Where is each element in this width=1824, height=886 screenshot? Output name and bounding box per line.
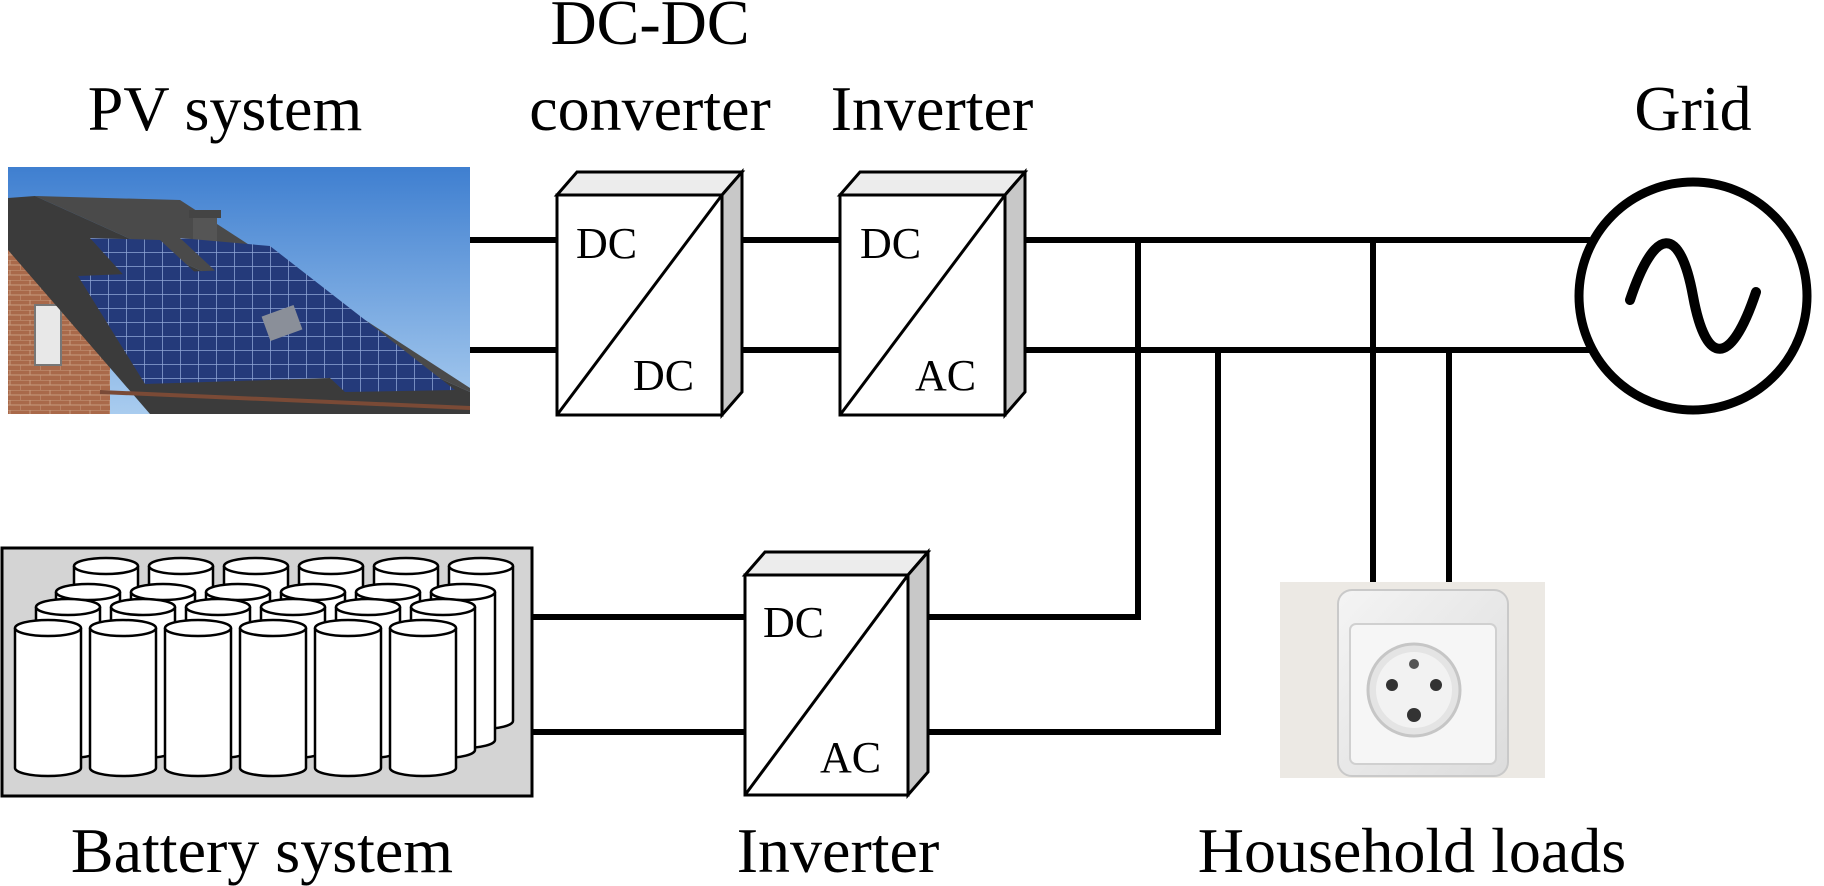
battery-cell <box>13 618 83 778</box>
dcdc-title-line1: DC-DC <box>550 0 749 58</box>
dcdc-title-line2: converter <box>529 73 771 144</box>
battery-inverter-output-label: AC <box>820 733 881 782</box>
wire-batt-inverter-to-bus-bottom <box>928 350 1221 735</box>
battery-cell <box>388 618 458 778</box>
dcdc-converter: DC DC <box>553 167 746 420</box>
battery-inverter-input-label: DC <box>763 598 824 647</box>
battery-cell <box>163 618 233 778</box>
battery-cell <box>313 618 383 778</box>
pv-inverter-output-label: AC <box>915 351 976 400</box>
pv-inverter-input-label: DC <box>860 219 921 268</box>
pv-inverter: DC AC <box>836 167 1029 420</box>
battery-cell <box>88 618 158 778</box>
battery-cells-icon <box>0 546 534 798</box>
household-loads-label: Household loads <box>1198 815 1626 886</box>
pv-system-photo <box>8 167 470 414</box>
battery-system-label: Battery system <box>71 815 453 886</box>
power-socket-icon <box>1280 582 1545 778</box>
dcdc-input-label: DC <box>576 219 637 268</box>
battery-inverter: DC AC <box>741 547 932 800</box>
grid-label: Grid <box>1634 73 1751 144</box>
battery-cell <box>238 618 308 778</box>
battery-cells <box>13 556 515 778</box>
pv-system-label: PV system <box>88 73 362 144</box>
wiring <box>470 237 1590 735</box>
inverter-bottom-label: Inverter <box>737 815 940 886</box>
wire-batt-inverter-to-bus-top <box>928 240 1141 620</box>
grid-ac-sine-icon <box>1574 177 1812 415</box>
inverter-top-label: Inverter <box>831 73 1034 144</box>
dcdc-output-label: DC <box>633 351 694 400</box>
